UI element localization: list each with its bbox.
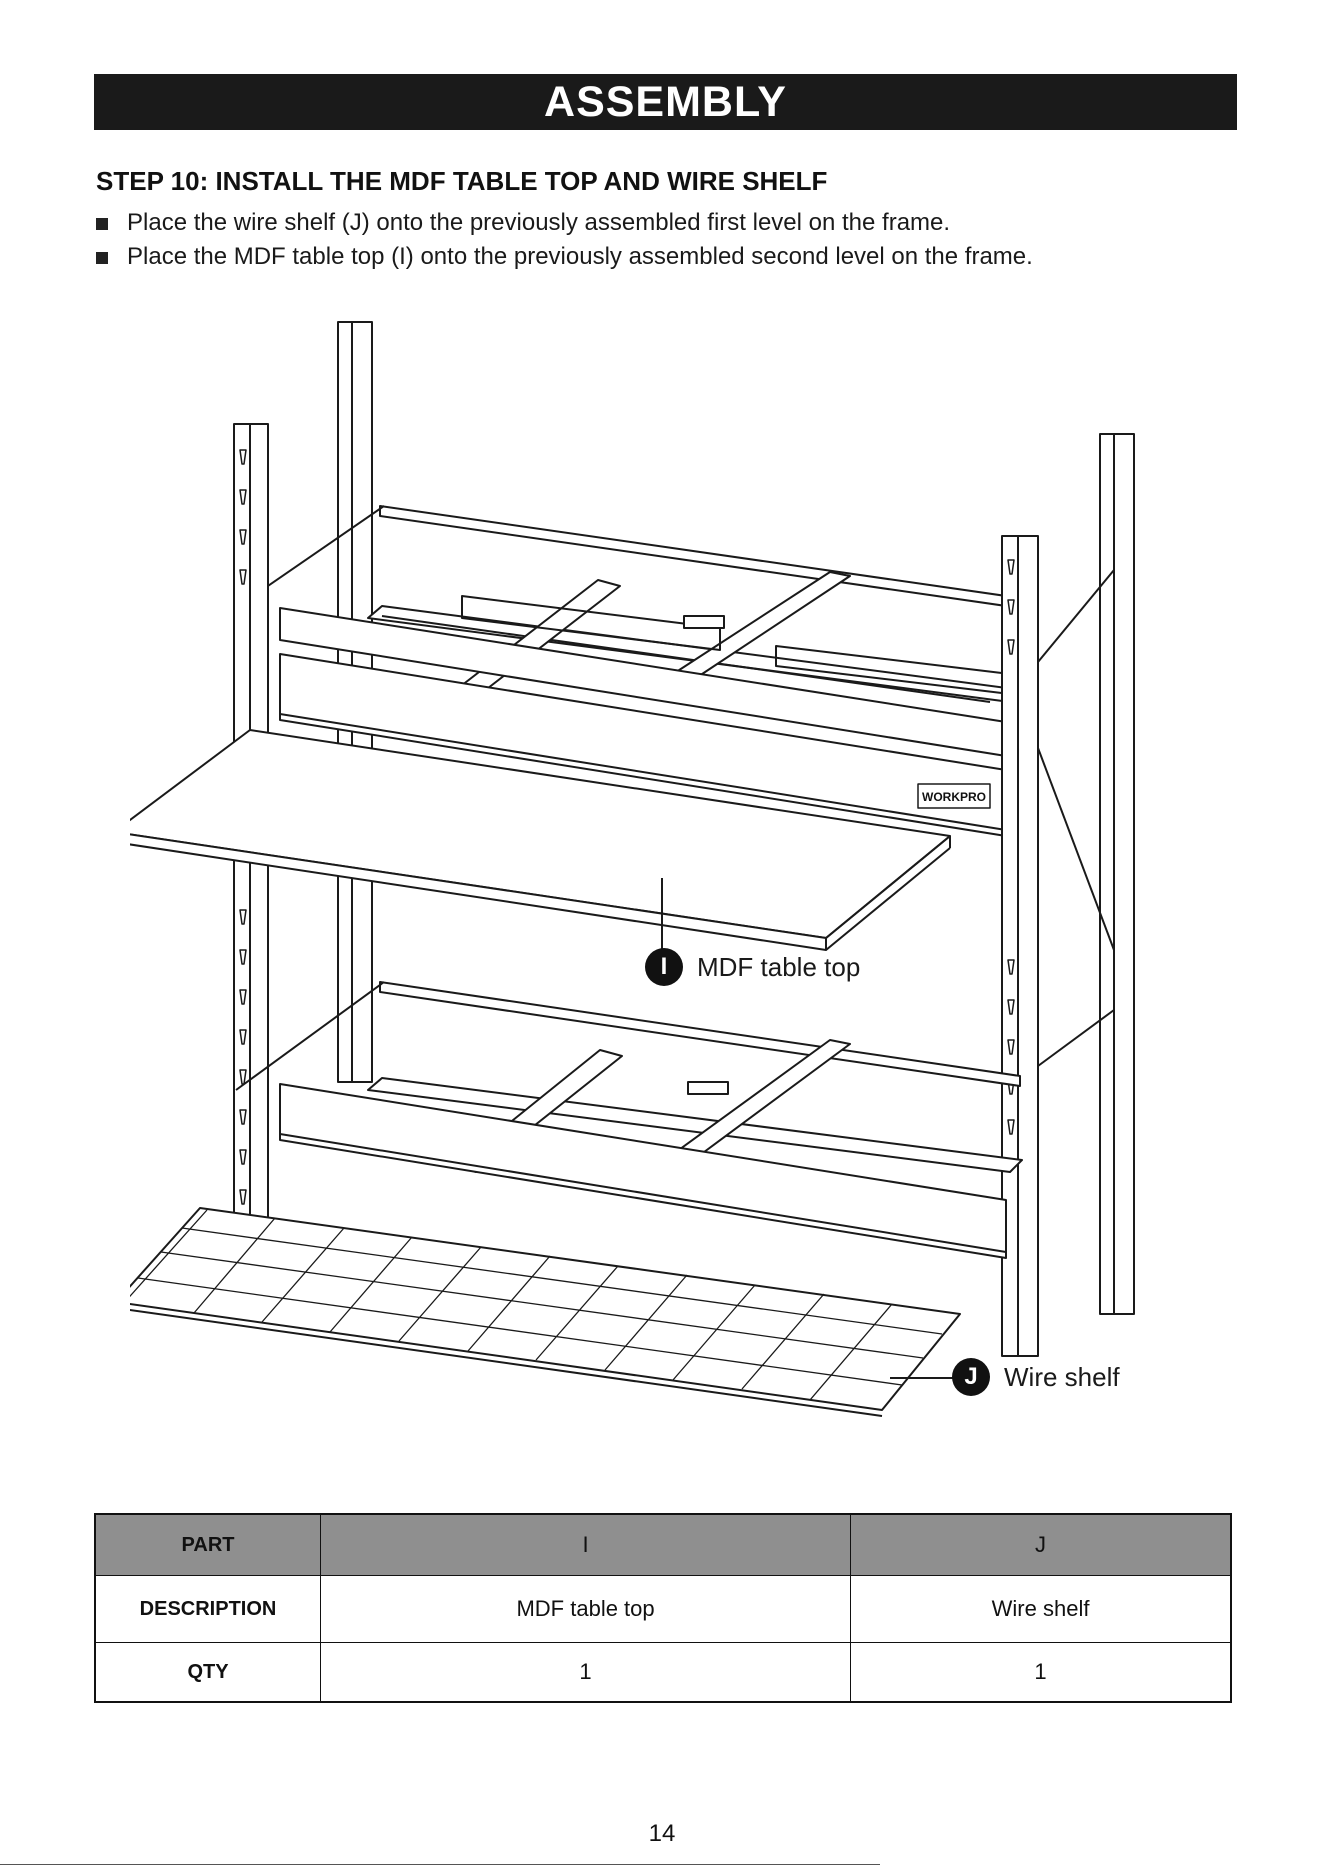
bottom-divider	[0, 1864, 880, 1865]
mdf-table-top	[130, 729, 951, 951]
table-row: DESCRIPTION MDF table top Wire shelf	[94, 1575, 1232, 1643]
part-cell: J	[850, 1513, 1232, 1576]
row-label-part: PART	[94, 1513, 321, 1576]
row-label-description: DESCRIPTION	[94, 1575, 321, 1643]
description-cell: MDF table top	[319, 1575, 852, 1643]
section-banner: ASSEMBLY	[94, 74, 1237, 130]
callout-wire-shelf: J Wire shelf	[952, 1358, 1120, 1396]
description-cell: Wire shelf	[850, 1575, 1232, 1643]
instruction-list: Place the wire shelf (J) onto the previo…	[96, 206, 1033, 274]
callout-label: Wire shelf	[1004, 1361, 1120, 1392]
table-row: QTY 1 1	[94, 1642, 1232, 1703]
callout-mdf-table-top: I MDF table top	[645, 948, 860, 986]
upper-frame-rails	[235, 505, 1023, 703]
part-i-badge: I	[645, 948, 683, 986]
row-label-qty: QTY	[94, 1642, 321, 1703]
qty-cell: 1	[850, 1642, 1232, 1703]
lower-frame-rails	[235, 981, 1023, 1259]
brand-plate: WORKPRO	[917, 783, 991, 809]
back-right-upright	[1099, 433, 1135, 1315]
brand-plate-label: WORKPRO	[922, 790, 986, 804]
shelf-assembly-illustration: WORKPRO	[130, 321, 1135, 1417]
part-j-badge: J	[952, 1358, 990, 1396]
instruction-item: Place the MDF table top (I) onto the pre…	[96, 240, 1033, 274]
part-cell: I	[319, 1513, 852, 1576]
wire-shelf	[130, 1207, 961, 1417]
table-row: PART I J	[94, 1513, 1232, 1576]
callout-label: MDF table top	[697, 951, 861, 982]
qty-cell: 1	[319, 1642, 852, 1703]
parts-table: PART I J DESCRIPTION MDF table top Wire …	[94, 1513, 1232, 1703]
instruction-item: Place the wire shelf (J) onto the previo…	[96, 206, 1033, 240]
step-title: STEP 10: INSTALL THE MDF TABLE TOP AND W…	[96, 166, 828, 196]
section-title: ASSEMBLY	[544, 77, 787, 126]
page-number: 14	[648, 1820, 676, 1847]
front-right-upright	[1001, 535, 1115, 1357]
